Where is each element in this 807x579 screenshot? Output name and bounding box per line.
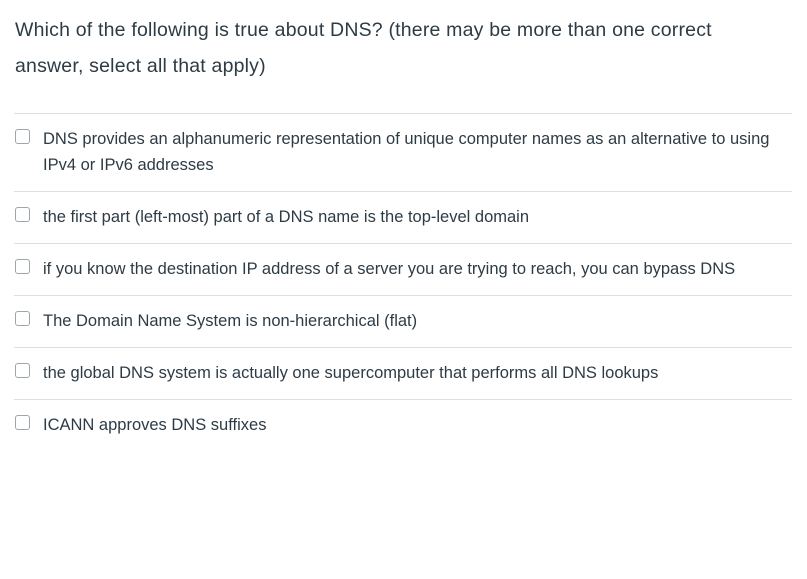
answer-label-4: The Domain Name System is non-hierarchic… (43, 312, 418, 330)
checkbox-icon-5[interactable] (15, 363, 30, 378)
answer-option-1[interactable]: DNS provides an alphanumeric representat… (0, 113, 807, 191)
checkbox-icon-2[interactable] (15, 207, 30, 222)
checkbox-icon-6[interactable] (15, 415, 30, 430)
answer-label-2: the first part (left-most) part of a DNS… (43, 208, 530, 226)
answer-option-2[interactable]: the first part (left-most) part of a DNS… (0, 191, 807, 243)
answer-label-3: if you know the destination IP address o… (43, 260, 736, 278)
answer-label-6: ICANN approves DNS suffixes (43, 416, 267, 434)
answer-option-4[interactable]: The Domain Name System is non-hierarchic… (0, 295, 807, 347)
checkbox-icon-3[interactable] (15, 259, 30, 274)
answer-option-6[interactable]: ICANN approves DNS suffixes (0, 399, 807, 451)
checkbox-icon-1[interactable] (15, 129, 30, 144)
answer-option-3[interactable]: if you know the destination IP address o… (0, 243, 807, 295)
quiz-question-container: Which of the following is true about DNS… (0, 19, 807, 451)
answer-label-5: the global DNS system is actually one su… (43, 364, 659, 382)
answer-label-1: DNS provides an alphanumeric representat… (43, 130, 770, 174)
answer-option-5[interactable]: the global DNS system is actually one su… (0, 347, 807, 399)
answer-list: DNS provides an alphanumeric representat… (0, 113, 807, 451)
question-stem: Which of the following is true about DNS… (15, 19, 712, 77)
checkbox-icon-4[interactable] (15, 311, 30, 326)
